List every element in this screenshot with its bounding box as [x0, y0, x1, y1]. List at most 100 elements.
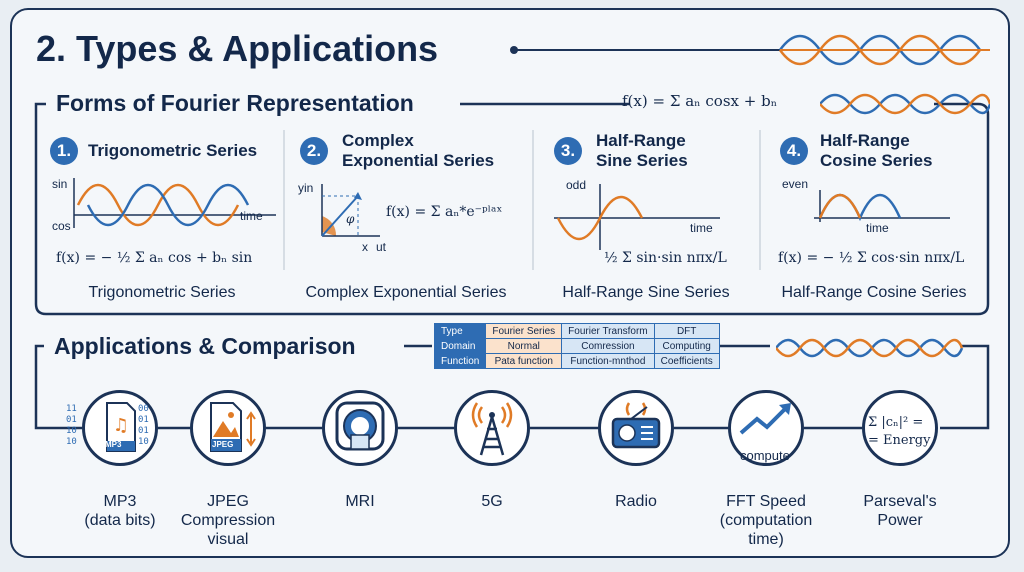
panel-1-caption: Trigonometric Series	[88, 284, 236, 301]
formula-line: = Energy	[868, 433, 931, 448]
panel-2-badge: 2.	[300, 137, 328, 165]
panel-3-caption: Half-Range Sine Series	[562, 284, 730, 301]
table-cell: DFT	[653, 323, 720, 339]
forms-wave-decoration	[820, 93, 990, 115]
mri-scanner-icon	[335, 401, 385, 451]
label-line: Power	[877, 512, 923, 529]
label-line: Compression	[180, 512, 276, 529]
table-cell: Type	[433, 323, 487, 339]
sum-formula-icon	[865, 393, 866, 394]
label-line: (data bits)	[84, 512, 156, 529]
panel-3-time-label: time	[690, 221, 713, 235]
panel-4-title-line2: Cosine Series	[820, 151, 933, 170]
panel-3-title-line1: Half-Range	[596, 131, 686, 150]
table-cell: Fourier Series	[485, 323, 563, 339]
mp3-circle: ♫	[82, 390, 158, 466]
bit-group: 00	[138, 404, 149, 414]
parseval-label: Parseval's Power	[840, 492, 960, 530]
table-row: Domain Normal Comression Computing	[433, 338, 720, 354]
complex-phasor-graph	[321, 184, 380, 237]
label-line: MRI	[345, 493, 375, 510]
fft-label: FFT Speed (computation time)	[706, 492, 826, 549]
half-range-sine-graph	[554, 184, 720, 250]
table-cell: Normal	[485, 338, 563, 354]
label-line: 5G	[481, 493, 503, 510]
table-cell: Comression	[561, 338, 655, 354]
bit-group: 01	[138, 426, 149, 436]
panel-2-caption: Complex Exponential Series	[305, 284, 507, 301]
table-cell: Fourier Transform	[561, 323, 655, 339]
radio-label: Radio	[576, 492, 696, 511]
panel-1-time-label: time	[240, 209, 263, 223]
panel-2-yin-label: yin	[298, 181, 314, 195]
panel-3-title-line2: Sine Series	[596, 151, 688, 170]
label-line: MP3	[103, 493, 137, 510]
bit-group: 10	[138, 437, 149, 447]
fft-circle	[728, 390, 804, 466]
svg-text:♫: ♫	[113, 415, 129, 436]
mp3-bits-right: 00 01 01 10	[138, 404, 149, 448]
table-cell: Function	[433, 353, 487, 369]
jpeg-image-icon	[210, 402, 256, 452]
panel-2-title-line1: Complex	[342, 131, 414, 150]
comparison-table: Type Fourier Series Fourier Transform DF…	[433, 323, 720, 369]
mp3-label: MP3 (data bits)	[60, 492, 180, 530]
label-line: FFT Speed	[726, 493, 806, 510]
mri-label: MRI	[300, 492, 420, 511]
forms-top-formula: f(x) = Σ aₙ cosx + bₙ	[622, 92, 778, 110]
label-line: time)	[748, 531, 784, 548]
half-range-cosine-graph	[814, 190, 950, 222]
bit-group: 01	[138, 415, 149, 425]
5g-label: 5G	[432, 492, 552, 511]
table-cell: Pata function	[485, 353, 563, 369]
parseval-inner-formula: Σ |cₙ|² = = Energy	[868, 414, 930, 450]
panel-1-title: Trigonometric Series	[88, 141, 258, 160]
panel-4-even-label: even	[782, 177, 809, 191]
mp3-file-icon: ♫	[106, 402, 136, 452]
table-cell: Coefficients	[653, 353, 720, 369]
table-cell: Domain	[433, 338, 487, 354]
panel-4-formula: f(x) = − ½ Σ cos·sin nπx/L	[778, 250, 965, 266]
panel-3-formula: ½ Σ sin·sin nπx/L	[604, 250, 727, 266]
panel-2-x-label: x	[362, 240, 368, 254]
panel-4-badge: 4.	[780, 137, 808, 165]
radio-icon	[611, 402, 661, 449]
jpeg-label: JPEG Compression visual	[168, 492, 288, 549]
panel-1-cos-label: cos	[52, 219, 71, 233]
trend-arrow-icon	[739, 403, 791, 435]
radio-circle	[598, 390, 674, 466]
panel-2-ut-label: ut	[376, 240, 387, 254]
parseval-circle	[862, 390, 938, 466]
table-cell: Computing	[653, 338, 720, 354]
panel-3-badge: 3.	[554, 137, 582, 165]
panel-1-sin-label: sin	[52, 177, 68, 191]
panel-2-phi-label: φ	[346, 212, 355, 226]
label-line: Parseval's	[863, 493, 937, 510]
table-row: Type Fourier Series Fourier Transform DF…	[433, 323, 720, 339]
mp3-tag: MP3	[105, 440, 122, 449]
mp3-bits-left: 11 01 10 10	[66, 404, 77, 448]
label-line: Radio	[615, 493, 657, 510]
page-title: 2. Types & Applications	[36, 28, 439, 69]
applications-heading: Applications & Comparison	[46, 333, 364, 360]
table-row: Function Pata function Function-mnthod C…	[433, 353, 720, 369]
label-line: JPEG	[207, 493, 249, 510]
panel-4-title-line1: Half-Range	[820, 131, 910, 150]
jpeg-tag: JPEG	[212, 440, 234, 449]
antenna-tower-icon	[471, 402, 513, 456]
table-cell: Function-mnthod	[561, 353, 655, 369]
applications-wave-decoration	[776, 338, 964, 358]
title-wave-decoration	[510, 34, 990, 66]
panel-4-caption: Half-Range Cosine Series	[781, 284, 967, 301]
bit-group: 10	[66, 426, 77, 436]
panel-3-odd-label: odd	[566, 178, 587, 192]
5g-circle	[454, 390, 530, 466]
label-line: visual	[207, 531, 249, 548]
panel-4-time-label: time	[866, 221, 889, 235]
forms-heading: Forms of Fourier Representation	[48, 90, 422, 117]
jpeg-circle	[190, 390, 266, 466]
panel-1-formula: f(x) = − ½ Σ aₙ cos + bₙ sin	[56, 250, 253, 266]
bit-group: 01	[66, 415, 77, 425]
bit-group: 11	[66, 404, 77, 414]
label-line: (computation	[719, 512, 813, 529]
